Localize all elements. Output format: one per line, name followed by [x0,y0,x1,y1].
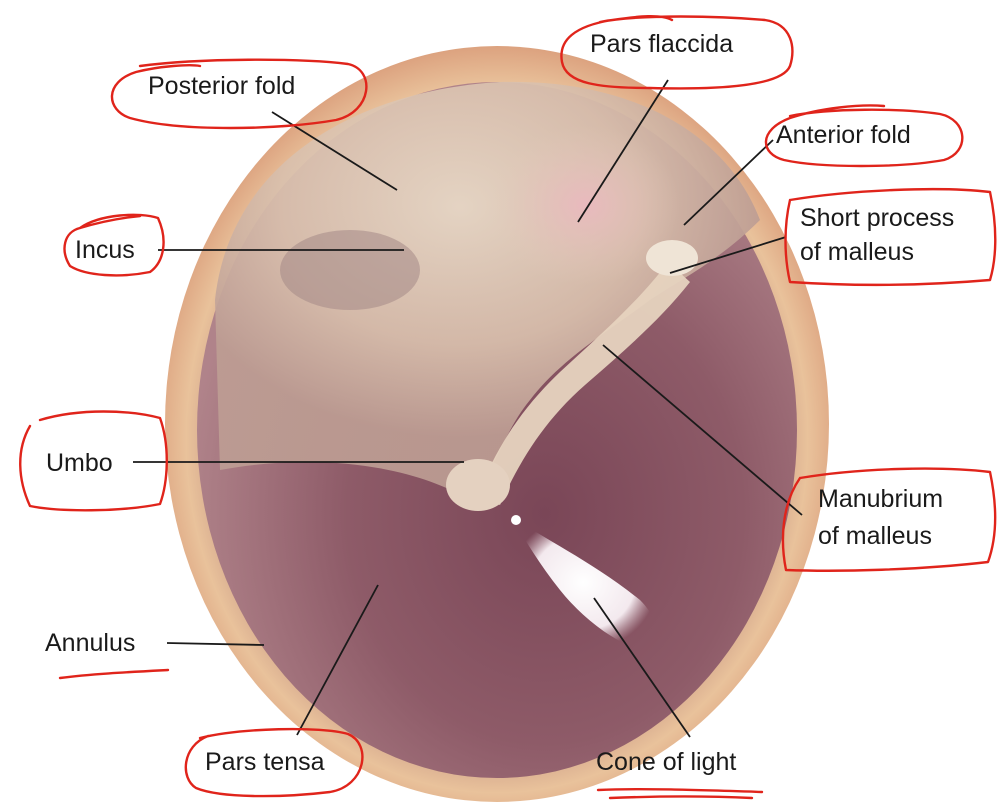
label-posterior-fold: Posterior fold [148,72,295,100]
label-cone-of-light: Cone of light [596,748,736,776]
umbo-spot [446,459,510,511]
label-umbo: Umbo [46,449,113,477]
label-manubrium-line1: Manubrium [818,485,943,513]
label-short-process-line1: Short process [800,204,954,232]
label-pars-tensa: Pars tensa [205,748,325,776]
underline-annulus [60,670,168,678]
light-speck [511,515,521,525]
label-incus: Incus [75,236,135,264]
label-manubrium-line2: of malleus [818,522,932,550]
label-short-process-line2: of malleus [800,238,914,266]
short-process-bulge [646,240,698,276]
label-annulus: Annulus [45,629,135,657]
label-anterior-fold: Anterior fold [776,121,911,149]
tympanic-membrane [165,46,829,802]
incus-shadow [280,230,420,310]
underline-cone-of-light [598,789,762,798]
label-pars-flaccida: Pars flaccida [590,30,733,58]
